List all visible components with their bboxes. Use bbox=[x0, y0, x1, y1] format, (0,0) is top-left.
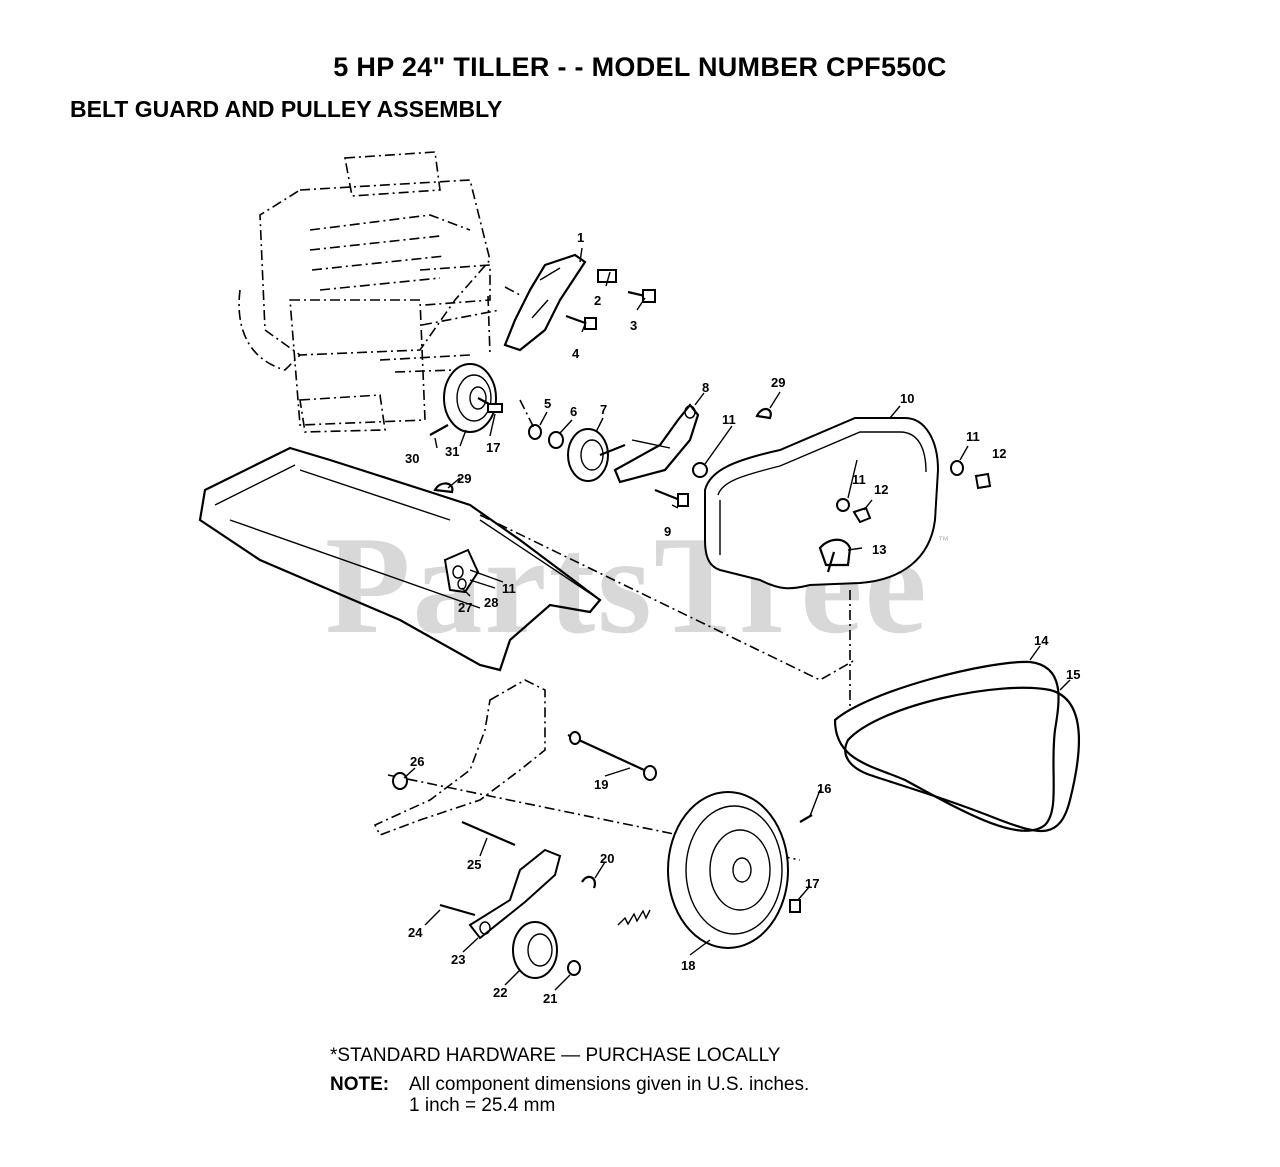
part-27-28-bracket-plate bbox=[443, 548, 480, 594]
tine-shield bbox=[198, 446, 602, 672]
engine-outline bbox=[238, 151, 491, 433]
label-part-23: 23 bbox=[451, 952, 465, 967]
label-part-9: 9 bbox=[664, 524, 671, 539]
label-part-12-a: 12 bbox=[874, 482, 888, 497]
section-subtitle: BELT GUARD AND PULLEY ASSEMBLY bbox=[70, 96, 503, 122]
part-11-nut-a bbox=[692, 462, 708, 478]
label-part-19: 19 bbox=[594, 777, 608, 792]
label-part-20: 20 bbox=[600, 851, 614, 866]
part-5-washer bbox=[528, 424, 542, 440]
note-label: NOTE: bbox=[330, 1074, 390, 1095]
part-12-nut-c bbox=[974, 472, 992, 490]
label-part-31: 31 bbox=[445, 444, 459, 459]
label-part-24: 24 bbox=[408, 925, 423, 940]
label-part-17-a: 17 bbox=[486, 440, 500, 455]
part-8-idler-arm bbox=[613, 403, 700, 484]
part-30-bolt bbox=[429, 424, 449, 436]
part-13-screw bbox=[826, 551, 836, 573]
part-17-key-lower bbox=[789, 899, 801, 913]
part-11-nut-b bbox=[836, 498, 850, 512]
label-part-3: 3 bbox=[630, 318, 637, 333]
note-body: All component dimensions given in U.S. i… bbox=[409, 1074, 809, 1116]
label-part-12-b: 12 bbox=[992, 446, 1006, 461]
label-part-10: 10 bbox=[900, 391, 914, 406]
note-line-2: 1 inch = 25.4 mm bbox=[409, 1095, 556, 1116]
part-21-nut bbox=[567, 960, 581, 976]
label-part-2: 2 bbox=[594, 293, 601, 308]
label-part-28: 28 bbox=[484, 595, 498, 610]
note-line-1: All component dimensions given in U.S. i… bbox=[409, 1074, 810, 1095]
part-12-nut-b bbox=[852, 506, 872, 524]
part-25-shaft bbox=[461, 820, 516, 847]
label-part-6: 6 bbox=[570, 404, 577, 419]
part-1-bracket bbox=[503, 253, 587, 352]
label-part-26: 26 bbox=[410, 754, 424, 769]
part-23-idler-bracket bbox=[468, 848, 562, 940]
label-part-27: 27 bbox=[458, 600, 472, 615]
part-9-bolt bbox=[654, 488, 689, 507]
part-15-belt bbox=[844, 686, 1080, 833]
part-29-clip-upper bbox=[755, 408, 772, 420]
label-part-18: 18 bbox=[681, 958, 695, 973]
spring bbox=[617, 909, 651, 926]
lower-frame-outline bbox=[373, 679, 801, 861]
part-7-idler-pulley bbox=[567, 428, 626, 482]
part-22-idler-pulley bbox=[512, 921, 558, 979]
label-part-11-d: 11 bbox=[502, 581, 516, 596]
label-part-11-b: 11 bbox=[852, 472, 866, 487]
part-26-nut bbox=[392, 772, 408, 790]
part-31-engine-pulley bbox=[443, 363, 501, 433]
part-labels: 1 2 3 4 5 6 7 8 9 10 11 11 11 11 12 12 1… bbox=[405, 230, 1080, 1006]
label-part-15: 15 bbox=[1066, 667, 1080, 682]
part-19-shaft bbox=[567, 731, 657, 781]
label-part-4: 4 bbox=[572, 346, 580, 361]
part-10-belt-guard bbox=[704, 417, 940, 590]
label-part-11-a: 11 bbox=[722, 412, 736, 427]
label-part-30: 30 bbox=[405, 451, 419, 466]
part-6-washer bbox=[548, 431, 564, 449]
label-part-14: 14 bbox=[1034, 633, 1049, 648]
label-part-17-b: 17 bbox=[805, 876, 819, 891]
label-part-8: 8 bbox=[702, 380, 709, 395]
label-part-5: 5 bbox=[544, 396, 551, 411]
part-16-screw bbox=[799, 814, 813, 823]
label-part-13: 13 bbox=[872, 542, 886, 557]
part-29-clip-lower bbox=[433, 482, 454, 494]
part-20-clip bbox=[581, 875, 596, 889]
label-part-1: 1 bbox=[577, 230, 584, 245]
watermark-trademark: ™ bbox=[938, 535, 949, 547]
callout-leaders bbox=[403, 247, 1071, 991]
part-3-bolt bbox=[627, 289, 656, 303]
part-11-nut-c bbox=[950, 460, 964, 476]
standard-hardware-note: *STANDARD HARDWARE — PURCHASE LOCALLY bbox=[330, 1045, 781, 1066]
part-24-bolt bbox=[439, 903, 476, 917]
label-part-29-b: 29 bbox=[457, 471, 471, 486]
label-part-25: 25 bbox=[467, 857, 481, 872]
part-18-large-pulley bbox=[667, 791, 789, 949]
label-part-21: 21 bbox=[543, 991, 557, 1006]
part-14-belt bbox=[833, 660, 1060, 832]
label-part-29-a: 29 bbox=[771, 375, 785, 390]
label-part-11-c: 11 bbox=[966, 429, 980, 444]
page-title: 5 HP 24" TILLER - - MODEL NUMBER CPF550C bbox=[333, 52, 947, 82]
assembly-lines bbox=[421, 286, 856, 710]
label-part-22: 22 bbox=[493, 985, 507, 1000]
part-17-key-upper bbox=[487, 403, 503, 413]
label-part-16: 16 bbox=[817, 781, 831, 796]
part-4-bolt bbox=[565, 314, 597, 330]
label-part-7: 7 bbox=[600, 402, 607, 417]
